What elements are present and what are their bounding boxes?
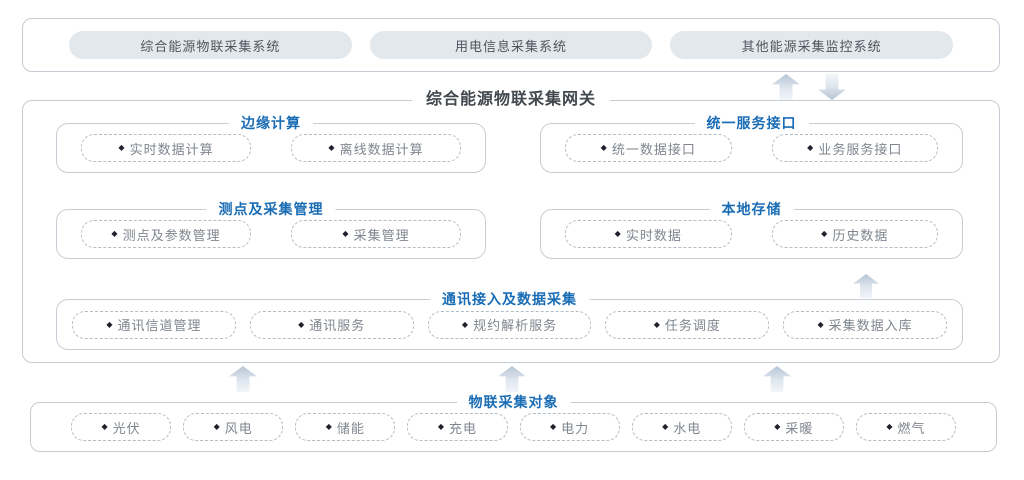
section-title: 通讯接入及数据采集 [430,290,589,309]
feature-pill-label: 实时数据计算 [129,141,214,157]
feature-pill: ◆ 通讯服务 [249,310,414,339]
system-pill-other-energy: 其他能源采集监控系统 [670,31,954,59]
diamond-bullet-icon: ◆ [118,143,126,152]
feature-pill-label: 采集数据入库 [828,318,913,333]
up-arrow-icon [229,366,257,392]
object-pill-label: 储能 [336,420,365,436]
diamond-bullet-icon: ◆ [111,229,119,238]
object-pill: ◆ 水电 [631,413,732,441]
feature-pill: ◆ 离线数据计算 [291,134,461,162]
feature-pill-label: 任务调度 [664,318,721,333]
section-local-storage: 本地存储 ◆ 实时数据 ◆ 历史数据 [540,200,963,259]
gateway-title: 综合能源物联采集网关 [411,90,611,110]
diamond-bullet-icon: ◆ [461,319,470,329]
feature-pill: ◆ 采集管理 [291,220,461,248]
section-title: 统一服务接口 [694,114,809,133]
section-unified-service-api: 统一服务接口 ◆ 统一数据接口 ◆ 业务服务接口 [540,114,963,173]
feature-pill-label: 实时数据 [625,227,682,243]
object-pill-label: 采暖 [785,420,814,436]
feature-pill: ◆ 业务服务接口 [771,134,938,162]
section-title: 本地存储 [709,200,794,219]
system-pill-power-info: 用电信息采集系统 [369,31,653,59]
system-pill-iot-collection: 综合能源物联采集系统 [69,31,352,59]
section-title: 测点及采集管理 [206,200,336,219]
feature-pill-label: 业务服务接口 [818,141,903,157]
external-systems-bar: 综合能源物联采集系统 用电信息采集系统 其他能源采集监控系统 [22,18,1000,72]
section-title: 边缘计算 [229,114,313,133]
feature-pill: ◆ 实时数据计算 [81,134,251,162]
feature-pill: ◆ 历史数据 [771,220,938,248]
feature-pill: ◆ 实时数据 [565,220,732,248]
section-edge-computing: 边缘计算 ◆ 实时数据计算 ◆ 离线数据计算 [56,114,486,173]
object-pill: ◆ 光伏 [71,413,172,441]
object-pill-label: 燃气 [897,420,926,436]
diamond-bullet-icon: ◆ [437,422,445,431]
object-pill: ◆ 采暖 [743,413,844,441]
feature-pill-label: 规约解析服务 [473,318,558,333]
diamond-bullet-icon: ◆ [817,319,825,329]
up-arrow-icon [772,74,800,100]
section-measure-point-management: 测点及采集管理 ◆ 测点及参数管理 ◆ 采集管理 [56,200,486,259]
diamond-bullet-icon: ◆ [886,422,894,431]
diamond-bullet-icon: ◆ [614,229,622,238]
diamond-bullet-icon: ◆ [298,319,306,329]
object-pill: ◆ 风电 [183,413,284,441]
diamond-bullet-icon: ◆ [807,143,815,152]
diamond-bullet-icon: ◆ [106,319,114,329]
section-comm-access-data-collection: 通讯接入及数据采集 ◆ 通讯信道管理 ◆ 通讯服务 ◆ 规约解析服务 ◆ 任务调… [56,290,963,350]
diamond-bullet-icon: ◆ [653,319,661,329]
feature-pill: ◆ 统一数据接口 [565,134,732,162]
object-pill: ◆ 充电 [407,413,508,441]
feature-pill-label: 离线数据计算 [339,141,424,157]
diamond-bullet-icon: ◆ [213,422,221,431]
diamond-bullet-icon: ◆ [342,229,350,238]
diamond-bullet-icon: ◆ [662,422,670,431]
feature-pill-label: 历史数据 [832,227,889,243]
feature-pill: ◆ 采集数据入库 [783,310,947,339]
gateway-box: 综合能源物联采集网关 边缘计算 ◆ 实时数据计算 ◆ 离线数据计算 统一服务接口… [22,90,1000,363]
object-pill-label: 电力 [561,420,590,436]
object-pill-label: 光伏 [112,420,141,436]
up-arrow-icon [498,366,526,392]
up-arrow-icon [763,366,791,392]
feature-pill: ◆ 通讯信道管理 [72,310,236,339]
object-pill: ◆ 储能 [295,413,396,441]
diamond-bullet-icon: ◆ [821,229,829,238]
diamond-bullet-icon: ◆ [774,422,782,431]
feature-pill: ◆ 测点及参数管理 [81,220,251,248]
feature-pill-label: 通讯服务 [309,318,366,333]
object-pill: ◆ 燃气 [855,413,956,441]
diamond-bullet-icon: ◆ [600,143,608,152]
down-arrow-icon [818,74,846,100]
feature-pill: ◆ 规约解析服务 [427,310,592,339]
feature-pill-label: 采集管理 [353,227,410,243]
diamond-bullet-icon: ◆ [101,422,109,431]
iot-objects-box: 物联采集对象 ◆ 光伏 ◆ 风电 ◆ 储能 ◆ 充电 ◆ 电力 [30,393,997,452]
object-pill: ◆ 电力 [519,413,620,441]
feature-pill-label: 测点及参数管理 [122,227,221,243]
object-pill-label: 充电 [449,420,478,436]
feature-pill: ◆ 任务调度 [605,310,770,339]
diamond-bullet-icon: ◆ [328,143,336,152]
diamond-bullet-icon: ◆ [325,422,333,431]
feature-pill-label: 统一数据接口 [611,141,696,157]
diamond-bullet-icon: ◆ [549,422,558,431]
iot-objects-title: 物联采集对象 [456,393,571,412]
object-pill-label: 水电 [673,420,702,436]
object-pill-label: 风电 [224,420,253,436]
feature-pill-label: 通讯信道管理 [117,318,202,333]
